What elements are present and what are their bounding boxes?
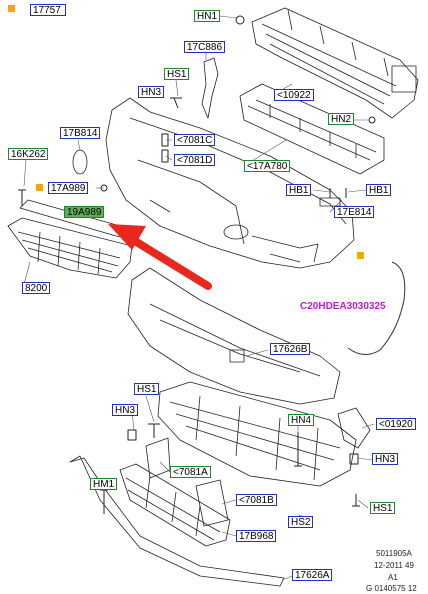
- ref-line-1: 5011905A: [376, 549, 412, 558]
- wiring-harness: [347, 261, 406, 355]
- ref-line-2: 12-2011 49: [374, 561, 414, 570]
- ref-line-3: A1: [388, 573, 398, 582]
- label-hn4: HN4: [288, 414, 315, 426]
- reinforcement-beam: [251, 7, 419, 119]
- label-16k262: 16K262: [8, 148, 49, 160]
- marker-orange-left: [36, 184, 43, 191]
- bracket-7081b: [195, 479, 229, 527]
- label-hn3-top: HN3: [138, 86, 165, 98]
- label-01920: <01920: [376, 418, 416, 430]
- label-hs1-mid: HS1: [134, 383, 160, 395]
- label-10922: <10922: [274, 89, 314, 101]
- label-17757: 17757: [30, 4, 66, 16]
- grille-8200: [7, 217, 133, 279]
- label-7081c: <7081C: [174, 134, 216, 146]
- energy-absorber: [239, 83, 385, 175]
- label-17e814: 17E814: [334, 206, 375, 218]
- label-17a780: <17A780: [244, 160, 291, 172]
- lower-grille-17b968: [119, 463, 231, 547]
- label-hb1-right: HB1: [366, 184, 392, 196]
- label-hn3-right: HN3: [372, 453, 399, 465]
- label-17626a: 17626A: [292, 569, 333, 581]
- label-7081b: <7081B: [236, 494, 277, 506]
- label-hs1-right: HS1: [370, 502, 396, 514]
- label-hn3-mid: HN3: [112, 404, 139, 416]
- ref-line-4: G 0140575 12: [366, 584, 417, 593]
- label-8200: 8200: [22, 282, 51, 294]
- label-17b814: 17B814: [60, 127, 101, 139]
- label-17626b: 17626B: [270, 343, 311, 355]
- marker-orange-top: [8, 5, 15, 12]
- label-7081d: <7081D: [174, 154, 216, 166]
- fasteners: [18, 15, 376, 525]
- label-17c886: 17C886: [184, 41, 226, 53]
- label-17b968: 17B968: [236, 530, 277, 542]
- label-hn1-top: HN1: [194, 10, 221, 22]
- label-hm1: HM1: [90, 478, 118, 490]
- label-hb1-left: HB1: [286, 184, 312, 196]
- marker-orange-right: [357, 252, 364, 259]
- label-hs1-top: HS1: [164, 68, 190, 80]
- label-19a989: 19A989: [64, 206, 105, 218]
- label-hn2: HN2: [328, 113, 355, 125]
- label-hs2: HS2: [288, 516, 314, 528]
- harness-code-label: C20HDEA3030325: [300, 301, 386, 312]
- lower-cover-17626b: [127, 267, 341, 405]
- label-7081a: <7081A: [170, 466, 211, 478]
- label-17a989: 17A989: [48, 182, 89, 194]
- fog-lamp-cover: [337, 407, 371, 449]
- bracket-17c886: [201, 57, 219, 119]
